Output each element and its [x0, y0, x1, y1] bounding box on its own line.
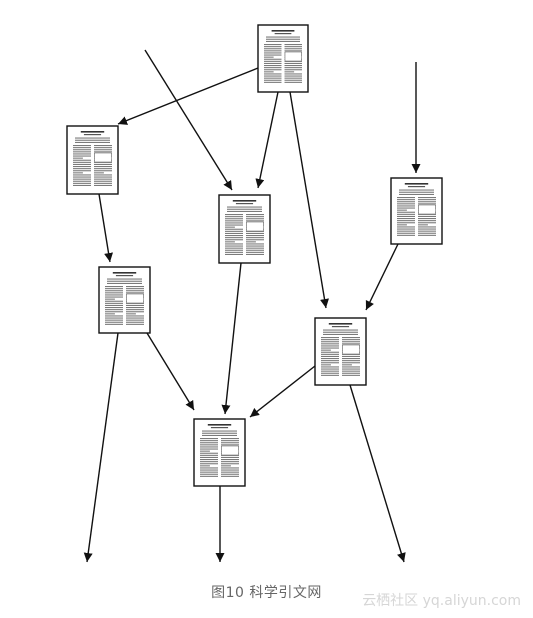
- citation-arrow-p-right-mid-to-outgoing-bottom-right: [349, 384, 406, 563]
- citation-arrow-p-left-mid-to-outgoing-bottom-left: [83, 332, 119, 563]
- citation-arrow-p-left-mid-to-p-bottom: [146, 332, 195, 411]
- paper-page-text: [397, 183, 436, 236]
- citation-edges: [83, 49, 421, 563]
- paper-node-p-center: [218, 194, 271, 264]
- citation-arrow-p-top-to-p-center: [255, 91, 279, 189]
- paper-nodes: [66, 24, 443, 487]
- paper-page-text: [200, 424, 239, 477]
- paper-node-p-right-mid: [314, 317, 367, 386]
- paper-page-text: [264, 30, 302, 83]
- paper-page-text: [321, 323, 360, 376]
- paper-page-text: [225, 200, 264, 255]
- paper-node-p-top: [257, 24, 309, 93]
- citation-arrow-p-center-to-p-bottom: [221, 262, 242, 415]
- citation-arrow-p-right-to-p-right-mid: [365, 243, 399, 311]
- paper-node-p-left: [66, 125, 119, 195]
- watermark: 云栖社区 yq.aliyun.com: [362, 593, 521, 609]
- citation-arrow-p-top-to-p-left: [117, 67, 259, 125]
- paper-node-p-bottom: [193, 418, 246, 487]
- paper-page-text: [105, 272, 144, 325]
- citation-arrow-p-left-to-p-left-mid: [98, 193, 114, 263]
- paper-node-p-right: [390, 177, 443, 245]
- citation-arrow-p-top-to-p-right-mid: [289, 91, 329, 309]
- citation-arrow-incoming-top-left-to-p-center: [144, 49, 233, 191]
- figure-caption: 图10 科学引文网: [211, 585, 322, 601]
- citation-arrow-p-right-mid-to-p-bottom: [249, 365, 316, 418]
- paper-node-p-left-mid: [98, 266, 151, 334]
- paper-page-text: [73, 131, 112, 186]
